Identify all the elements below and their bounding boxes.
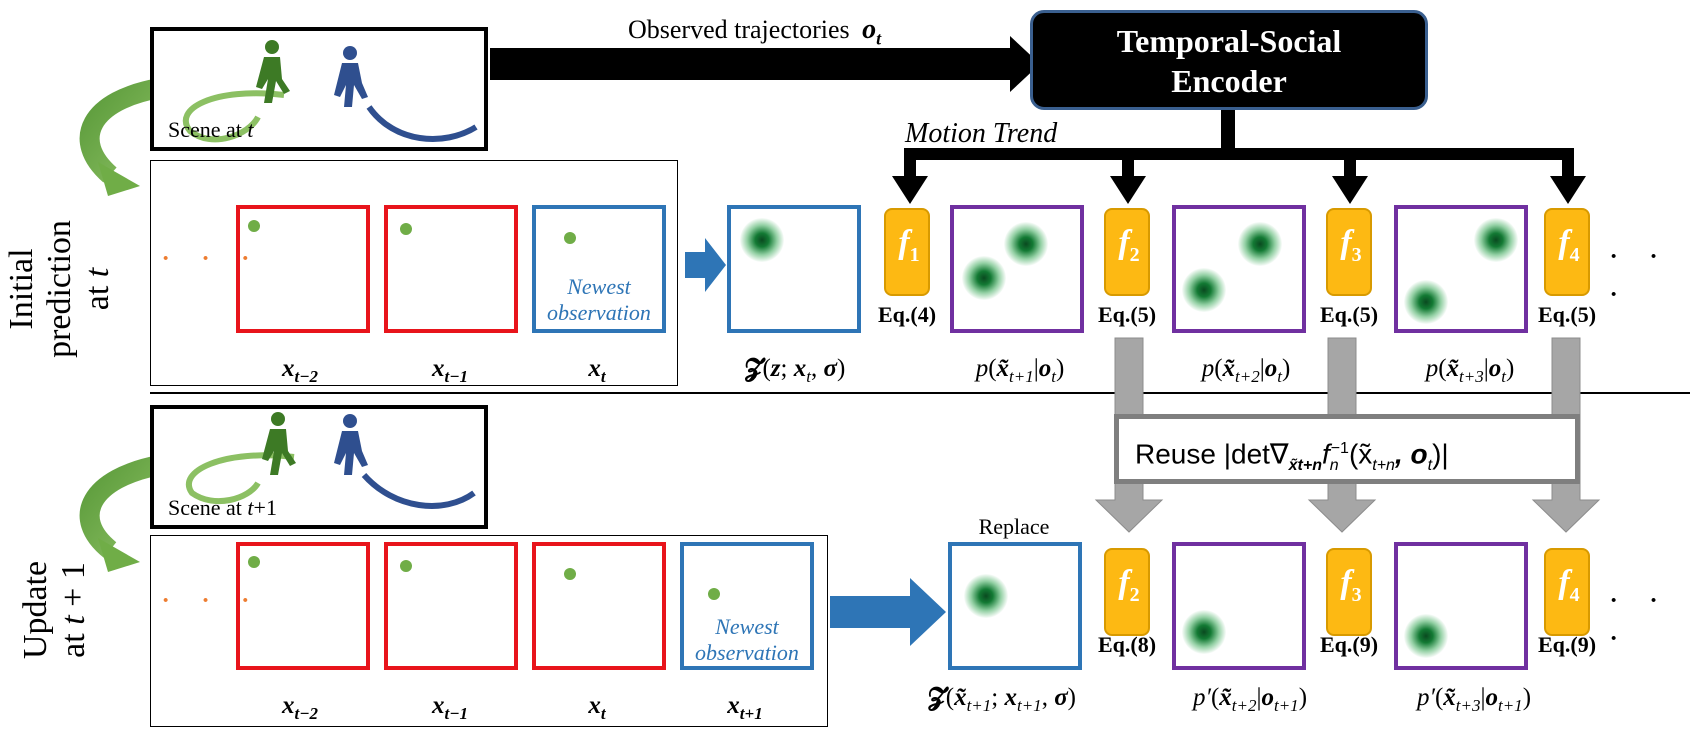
encoder-title-line1: Temporal-Social: [1116, 23, 1342, 59]
top-pred-3-blob-b: [1404, 280, 1448, 324]
reuse-jacobian-box: Reuse |det∇x̃t+nfn−1(x̃t+n, ot)|: [1114, 414, 1580, 484]
bottom-frame-t-plus-1: [680, 542, 814, 670]
bottom-eq-f3: Eq.(9): [1319, 632, 1379, 657]
top-gaussian-blob: [740, 218, 784, 262]
bottom-dot-t-minus-1: [400, 560, 412, 572]
motion-trend-arrows: [892, 106, 1586, 204]
bottom-newest-observation: Newest observation: [695, 614, 799, 665]
temporal-social-encoder: Temporal-Social Encoder: [1030, 10, 1428, 110]
bottom-flow-f2: f2: [1104, 548, 1150, 636]
top-pred-frame-2: [1172, 205, 1306, 333]
top-flow-f2: f2: [1104, 208, 1150, 296]
bottom-dot-t: [564, 568, 576, 580]
top-dot-t-minus-2: [248, 220, 260, 232]
top-pred-2-blob-a: [1238, 222, 1282, 266]
top-ellipsis: · · ·: [1608, 238, 1670, 313]
bottom-gaussian-label: 𝓩(x̃t+1; xt+1, σ): [927, 684, 1077, 715]
bottom-label-x-t: xt: [588, 692, 606, 723]
top-row-label: Initial prediction at t: [3, 220, 116, 358]
top-pred-frame-3: [1394, 205, 1528, 333]
top-eq-f1: Eq.(4): [877, 302, 937, 327]
bottom-gaussian-blob: [964, 574, 1008, 618]
bottom-label-x-t-minus-2: xt−2: [281, 692, 319, 723]
top-newest-observation: Newest observation: [547, 274, 651, 325]
top-eq-f4: Eq.(5): [1537, 302, 1597, 327]
top-dot-t-minus-1: [400, 223, 412, 235]
bottom-leading-dots: · · ·: [160, 582, 261, 619]
bottom-flow-f3: f3: [1326, 548, 1372, 636]
bottom-pred-frame-3: [1394, 542, 1528, 670]
bottom-flow-f4: f4: [1544, 548, 1590, 636]
bottom-observation-panel: [150, 535, 828, 727]
top-scene-drawing: [182, 40, 478, 143]
replace-label: Replace: [978, 514, 1050, 539]
top-flow-f4: f4: [1544, 208, 1590, 296]
observed-text: Observed trajectories: [628, 15, 850, 44]
blue-pedestrian-icon: [334, 414, 368, 475]
top-pred-label-3: p(x̃t+3|ot): [1425, 355, 1515, 386]
bottom-frame-t-minus-2: [236, 542, 370, 670]
top-pred-label-1: p(x̃t+1|ot): [975, 355, 1065, 386]
top-label-x-t-minus-1: xt−1: [431, 355, 469, 386]
bottom-row-label: Update at t + 1: [17, 560, 92, 660]
observed-symbol: ot: [862, 14, 882, 49]
top-eq-f2: Eq.(5): [1097, 302, 1157, 327]
bottom-frame-t-minus-1: [384, 542, 518, 670]
top-leading-dots: · · ·: [160, 240, 261, 277]
top-frame-t-minus-2: [236, 205, 370, 333]
green-pedestrian-icon: [256, 40, 290, 103]
bottom-pred-2-blob: [1182, 610, 1226, 654]
bottom-blue-arrow: [830, 578, 946, 646]
top-blue-arrow: [685, 238, 726, 292]
top-pred-label-2: p(x̃t+2|ot): [1201, 355, 1291, 386]
top-pred-3-blob-a: [1474, 218, 1518, 262]
bottom-pred-label-2: p′(x̃t+2|ot+1): [1192, 684, 1308, 715]
bottom-pred-label-3: p′(x̃t+3|ot+1): [1416, 684, 1532, 715]
top-frame-t: [532, 205, 666, 333]
top-flow-f1: f1: [884, 208, 930, 296]
top-pred-1-blob-a: [1004, 222, 1048, 266]
bottom-eq-f4: Eq.(9): [1537, 632, 1597, 657]
bottom-scene-box: Scene at t+1: [150, 405, 488, 529]
top-label-x-t-minus-2: xt−2: [281, 355, 319, 386]
top-gaussian-frame: [727, 205, 861, 333]
encoder-title-line2: Encoder: [1171, 63, 1287, 99]
top-pred-frame-1: [950, 205, 1084, 333]
bottom-scene-label: Scene at t+1: [168, 495, 277, 520]
bottom-eq-f2: Eq.(8): [1097, 632, 1157, 657]
top-frame-t-minus-1: [384, 205, 518, 333]
top-scene-box: Scene at t: [150, 27, 488, 151]
top-dot-t: [564, 232, 576, 244]
bottom-scene-curl-arrow: [79, 455, 163, 572]
top-pred-1-blob-b: [962, 256, 1006, 300]
motion-trend-label: Motion Trend: [905, 118, 1058, 149]
bottom-dot-t-plus-1: [708, 588, 720, 600]
observed-arrow: [490, 36, 1040, 92]
top-observation-panel: [150, 160, 678, 386]
top-scene-curl-arrow: [79, 78, 162, 196]
bottom-pred-frame-2: [1172, 542, 1306, 670]
top-scene-label: Scene at t: [168, 117, 254, 142]
top-pred-2-blob-b: [1182, 268, 1226, 312]
bottom-frame-t: [532, 542, 666, 670]
observed-trajectories-label: Observed trajectories ot: [628, 14, 881, 50]
top-label-x-t: xt: [588, 355, 606, 386]
bottom-ellipsis: · · ·: [1608, 582, 1670, 657]
bottom-label-x-t-minus-1: xt−1: [431, 692, 469, 723]
bottom-label-x-t-plus-1: xt+1: [727, 692, 763, 723]
bottom-pred-3-blob: [1404, 614, 1448, 658]
top-eq-f3: Eq.(5): [1319, 302, 1379, 327]
bottom-dot-t-minus-2: [248, 556, 260, 568]
blue-pedestrian-icon: [334, 46, 368, 107]
top-flow-f3: f3: [1326, 208, 1372, 296]
top-gaussian-label: 𝓩(z; xt, σ): [744, 355, 846, 386]
green-pedestrian-icon: [262, 412, 296, 475]
bottom-gaussian-frame: [948, 542, 1082, 670]
bottom-scene-drawing: [186, 412, 476, 509]
